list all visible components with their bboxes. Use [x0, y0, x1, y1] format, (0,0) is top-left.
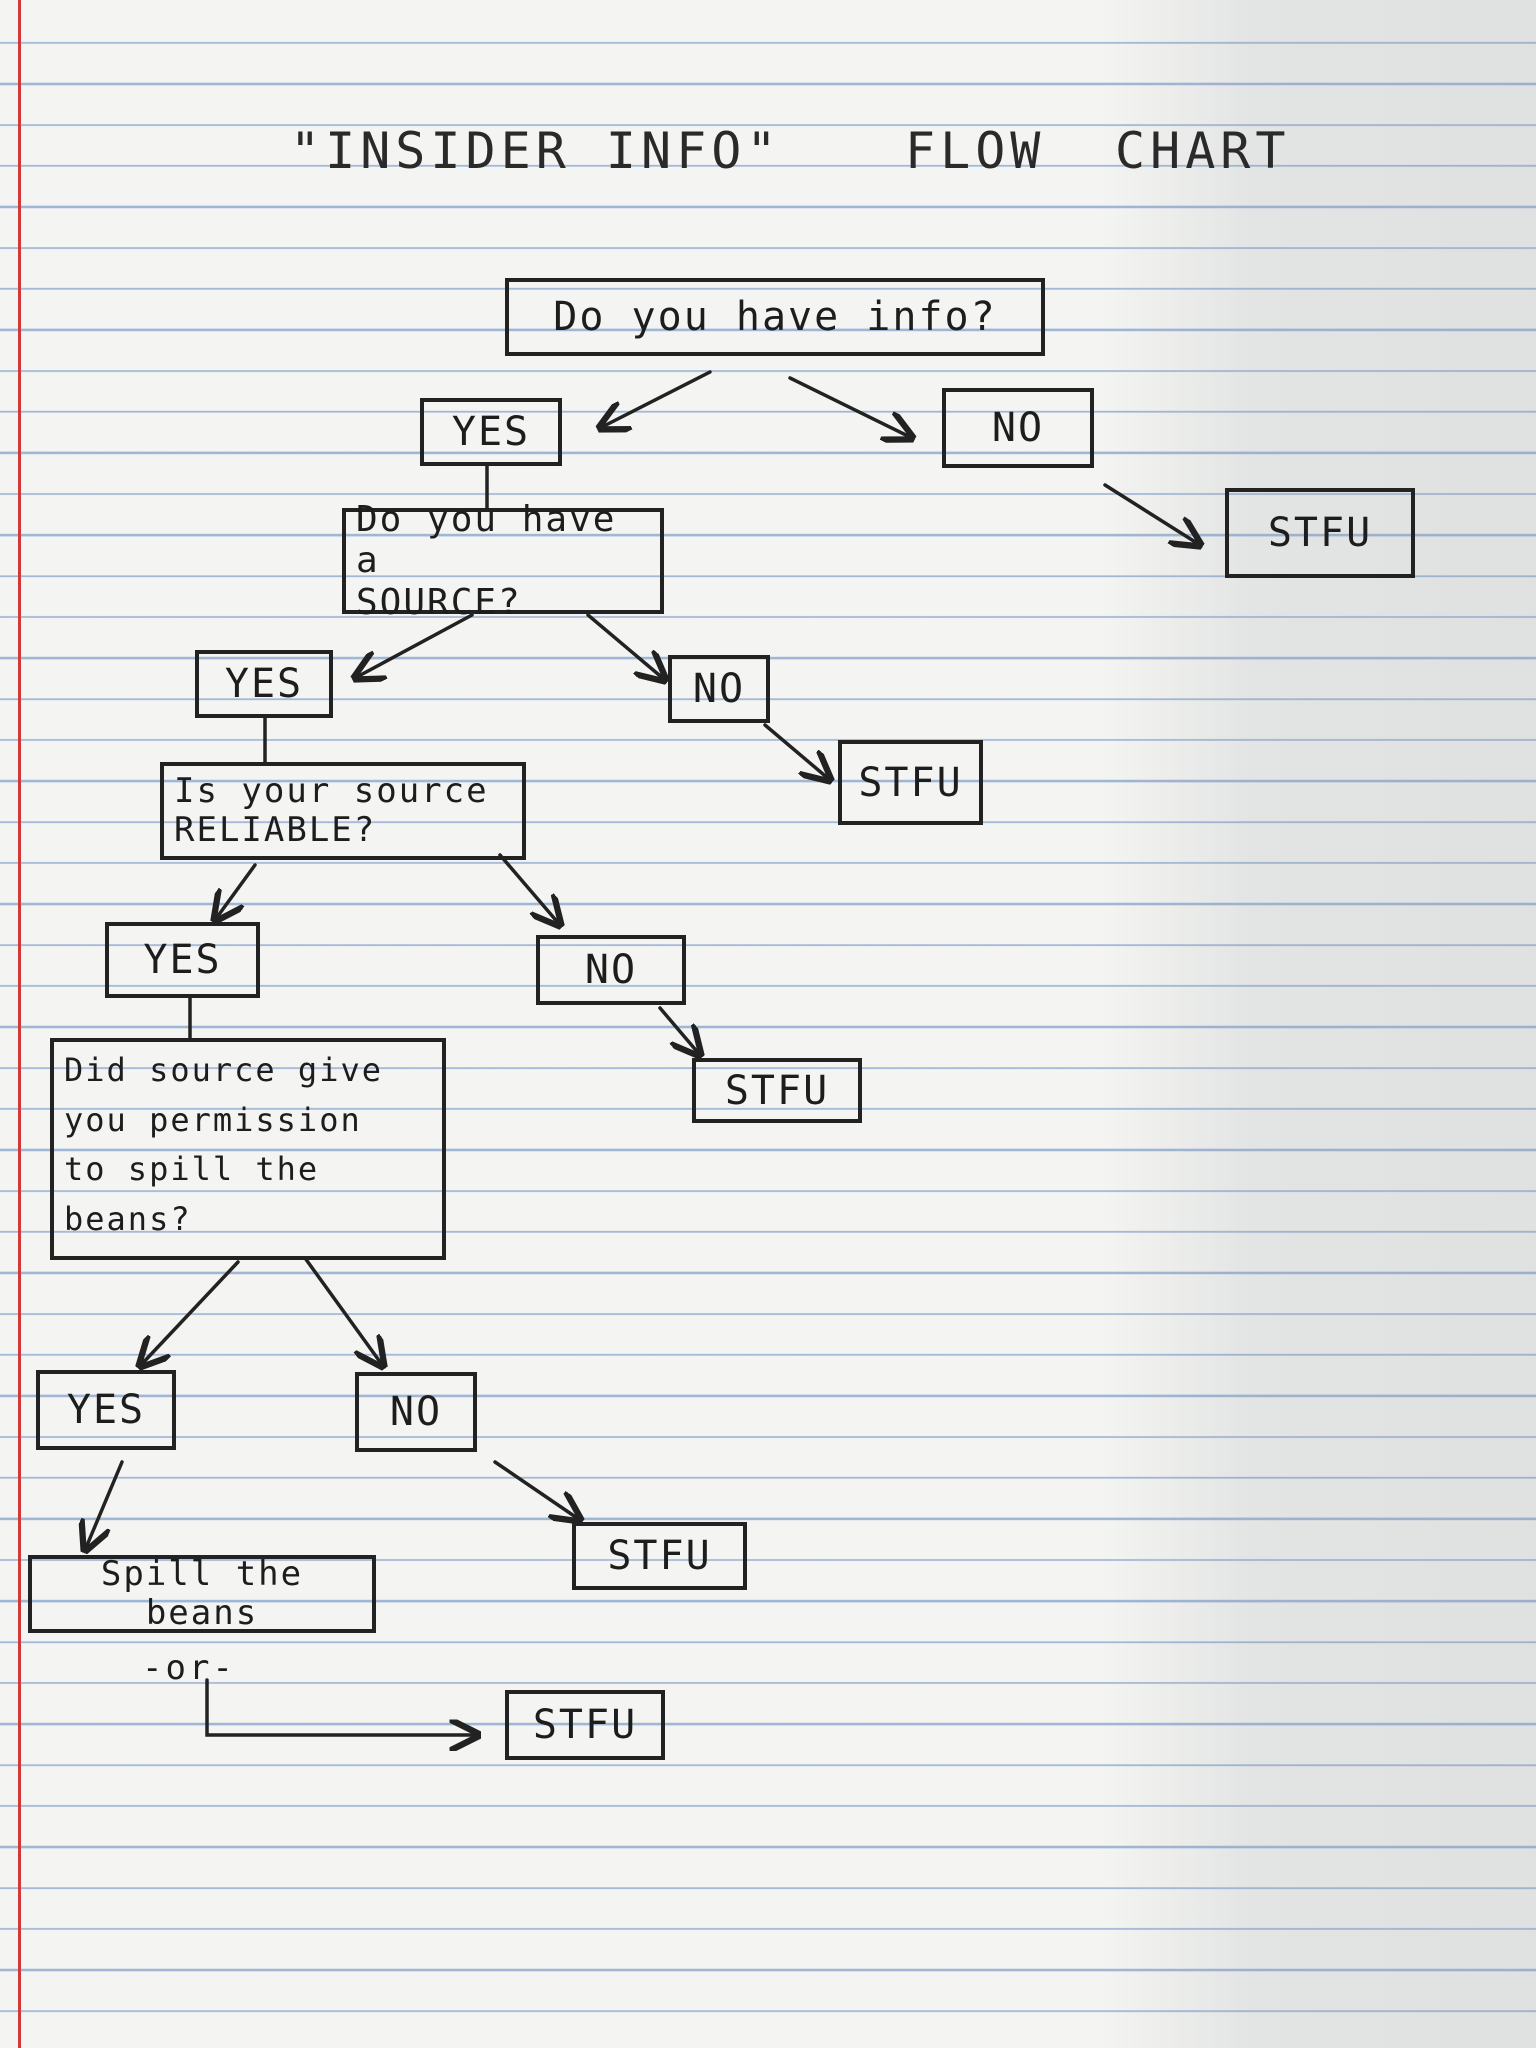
question-have-info: Do you have info? [505, 278, 1045, 356]
answer-no-4: NO [355, 1372, 477, 1452]
arrow-q1-no [788, 376, 912, 438]
answer-yes-1: YES [420, 398, 562, 466]
arrow-q1-yes [600, 370, 712, 428]
answer-no-3: NO [536, 935, 686, 1005]
arrow-q3-yes [215, 863, 257, 920]
arrow-q2-yes [355, 613, 474, 678]
answer-no-2: NO [668, 655, 770, 723]
outcome-stfu-3: STFU [692, 1058, 862, 1123]
notebook-margin-line [18, 0, 21, 2048]
arrow-no4-stfu [493, 1460, 580, 1520]
arrow-q3-no [498, 853, 560, 925]
outcome-stfu-1: STFU [1225, 488, 1415, 578]
arrow-or-stfu [205, 1678, 478, 1735]
answer-yes-3: YES [105, 922, 260, 998]
or-label: -or- [142, 1648, 236, 1688]
arrow-q4-no [303, 1256, 383, 1366]
arrow-no1-stfu [1103, 483, 1200, 545]
arrow-yes4-spill [85, 1460, 124, 1550]
answer-no-1: NO [942, 388, 1094, 468]
question-source-reliable: Is your source RELIABLE? [160, 762, 526, 860]
outcome-stfu-final: STFU [505, 1690, 665, 1760]
title-part-flow: FLOW [905, 122, 1046, 180]
outcome-spill-the-beans: Spill the beans [28, 1554, 376, 1633]
arrow-no3-stfu [658, 1006, 700, 1055]
question-permission-spill: Did source give you permission to spill … [50, 1038, 446, 1260]
outcome-stfu-4: STFU [572, 1522, 747, 1590]
answer-yes-2: YES [195, 650, 333, 718]
question-have-source: Do you have a SOURCE? [342, 499, 664, 623]
title-part-chart: CHART [1115, 122, 1291, 180]
title-part-insider-info: "INSIDER INFO" [290, 122, 782, 180]
outcome-stfu-2: STFU [838, 740, 983, 825]
arrow-q2-no [586, 613, 665, 680]
arrow-q4-yes [140, 1260, 240, 1366]
answer-yes-4: YES [36, 1370, 176, 1450]
arrow-no2-stfu [763, 723, 830, 780]
